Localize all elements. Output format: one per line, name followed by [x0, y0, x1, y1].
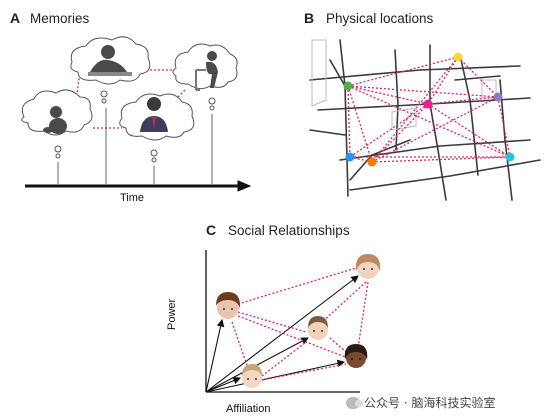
- location-node-green: [343, 81, 353, 91]
- location-node-orange: [367, 157, 377, 167]
- panel-c-letter: C: [206, 222, 217, 238]
- adult-silhouette-icon: [140, 97, 168, 132]
- infant-silhouette-icon: [43, 106, 67, 134]
- elder-silhouette-icon: [195, 51, 218, 91]
- time-axis-label: Time: [120, 192, 145, 204]
- panel-c-title: Social Relationships: [228, 223, 350, 238]
- person-face-icon-4: [344, 344, 368, 368]
- relationship-vectors: [205, 275, 359, 393]
- memory-stems: [57, 108, 213, 184]
- location-nodes: [343, 52, 515, 167]
- watermark: 公众号 · 脑海科技实验室: [346, 394, 495, 411]
- location-node-purple: [493, 92, 503, 102]
- person-face-icon-3: [308, 316, 328, 340]
- panel-b-title: Physical locations: [326, 11, 434, 26]
- location-node-magenta: [423, 99, 433, 109]
- panel-a-title: Memories: [30, 11, 90, 26]
- panel-a-letter: A: [10, 10, 21, 26]
- person-face-icon-5: [242, 364, 262, 388]
- location-node-yellow: [453, 52, 463, 62]
- affiliation-axis-label: Affiliation: [226, 403, 271, 415]
- wechat-icon: [346, 396, 363, 409]
- location-node-blue: [345, 152, 355, 162]
- time-axis: [25, 180, 252, 192]
- relationship-links: [231, 267, 369, 381]
- location-node-cyan: [505, 152, 515, 162]
- person-face-icon-2: [355, 254, 381, 279]
- watermark-text: 公众号 · 脑海科技实验室: [364, 396, 496, 410]
- memory-cloud-elder: [172, 43, 238, 111]
- social-axes: [205, 250, 360, 393]
- person-face-icon-1: [216, 292, 241, 319]
- location-links: [347, 56, 511, 163]
- panel-b-letter: B: [304, 10, 315, 26]
- child-silhouette-icon: [88, 45, 132, 76]
